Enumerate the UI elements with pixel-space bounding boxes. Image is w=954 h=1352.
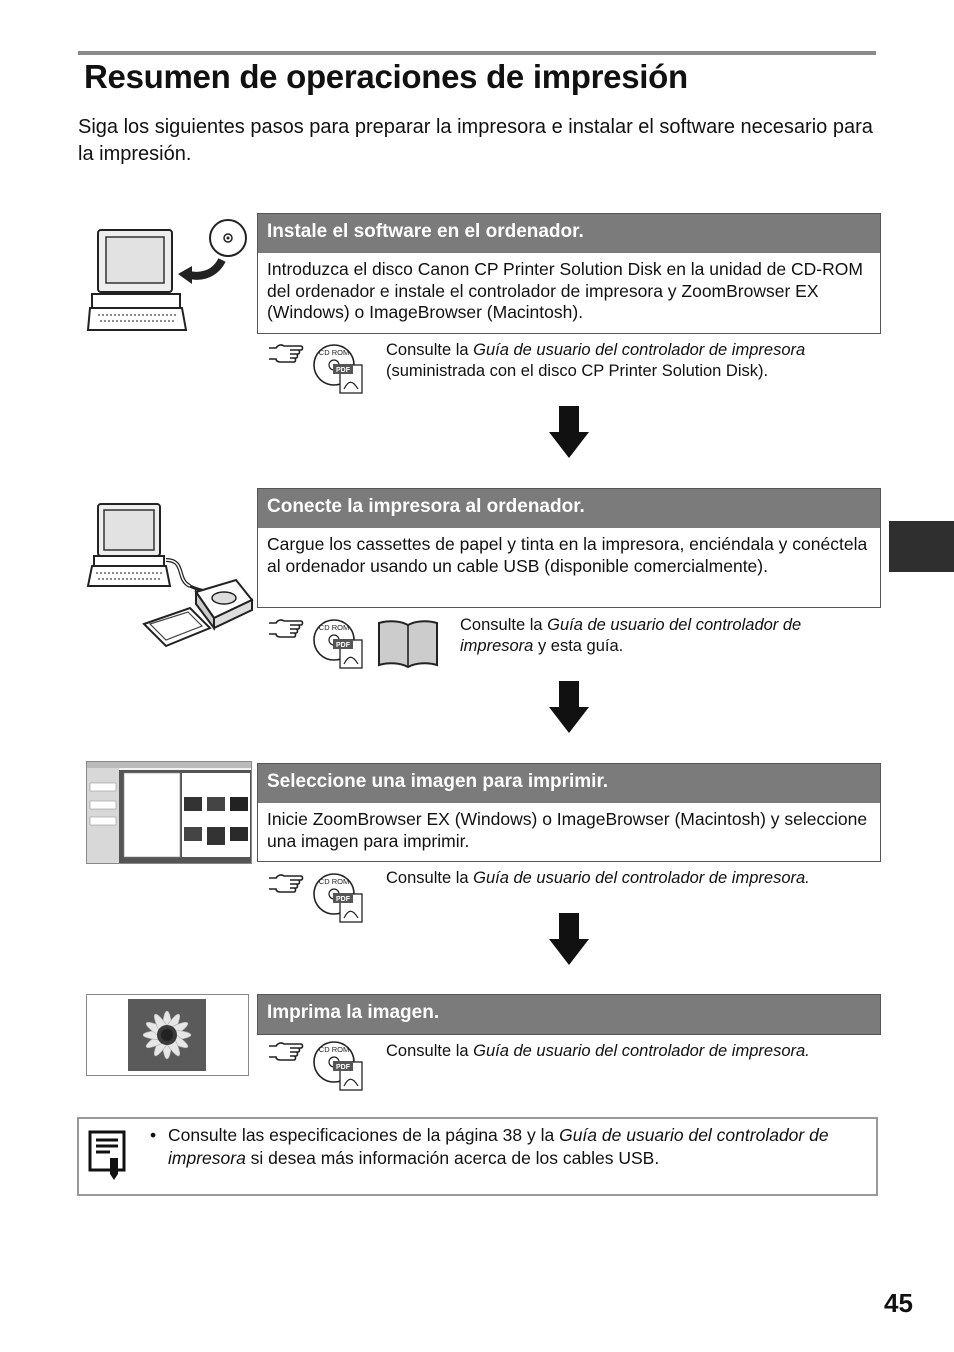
- note-text: • Consulte las especificaciones de la pá…: [150, 1125, 829, 1168]
- step-reference: Consulte la Guía de usuario del controla…: [386, 869, 810, 887]
- computer-printer-illustration: [86, 503, 254, 648]
- pdf-label: PDF: [336, 896, 351, 903]
- note-box: [77, 1117, 878, 1196]
- pdf-label: PDF: [336, 1064, 351, 1071]
- software-screenshot: [86, 761, 252, 864]
- manual-book-icon: [378, 620, 438, 669]
- page-number: 45: [884, 1288, 913, 1318]
- cd-rom-pdf-icon: CD ROM PDF: [313, 1041, 363, 1091]
- note-pencil-icon: [88, 1130, 126, 1180]
- step-reference: Consulte la Guía de usuario del controla…: [386, 1042, 810, 1060]
- intro-paragraph: Siga los siguientes pasos para preparar …: [78, 116, 873, 165]
- pdf-label: PDF: [336, 642, 351, 649]
- pointing-hand-icon: [269, 874, 304, 893]
- step-print-image: Imprima la imagen.: [257, 994, 881, 1035]
- step-reference: Consulte la Guía de usuario del controla…: [460, 616, 802, 655]
- step-body: Introduzca el disco Canon CP Printer Sol…: [267, 259, 863, 322]
- step-heading: Seleccione una imagen para imprimir.: [258, 764, 880, 803]
- pointing-hand-icon: [269, 619, 304, 638]
- cd-rom-pdf-icon: CD ROM PDF: [313, 873, 363, 923]
- page-title: Resumen de operaciones de impresión: [84, 58, 688, 95]
- cd-rom-label: CD ROM: [319, 1045, 349, 1054]
- step-body: Cargue los cassettes de papel y tinta en…: [267, 534, 868, 576]
- down-arrow-icon: [549, 406, 589, 458]
- step-reference: Consulte la Guía de usuario del controla…: [386, 341, 806, 380]
- pdf-label: PDF: [336, 367, 351, 374]
- title-rule: [78, 51, 876, 55]
- cd-rom-pdf-icon: CD ROM PDF: [313, 344, 363, 394]
- flower-photo: [86, 994, 249, 1076]
- chapter-tab: [889, 521, 954, 572]
- cd-rom-label: CD ROM: [319, 348, 349, 357]
- step-heading: Conecte la impresora al ordenador.: [258, 489, 880, 528]
- pointing-hand-icon: [269, 344, 304, 363]
- cd-rom-label: CD ROM: [319, 623, 349, 632]
- computer-cd-illustration: [86, 219, 247, 331]
- down-arrow-icon: [549, 681, 589, 733]
- down-arrow-icon: [549, 913, 589, 965]
- step-connect-printer: Conecte la impresora al ordenador. Cargu…: [257, 488, 881, 608]
- bullet: •: [150, 1125, 157, 1145]
- step-heading: Imprima la imagen.: [258, 995, 880, 1034]
- step-heading: Instale el software en el ordenador.: [258, 214, 880, 253]
- pointing-hand-icon: [269, 1042, 304, 1061]
- step-install-software: Instale el software en el ordenador. Int…: [257, 213, 881, 334]
- step-select-image: Seleccione una imagen para imprimir. Ini…: [257, 763, 881, 862]
- cd-rom-label: CD ROM: [319, 877, 349, 886]
- cd-rom-pdf-icon: CD ROM PDF: [313, 619, 363, 669]
- step-body: Inicie ZoomBrowser EX (Windows) o ImageB…: [267, 809, 868, 851]
